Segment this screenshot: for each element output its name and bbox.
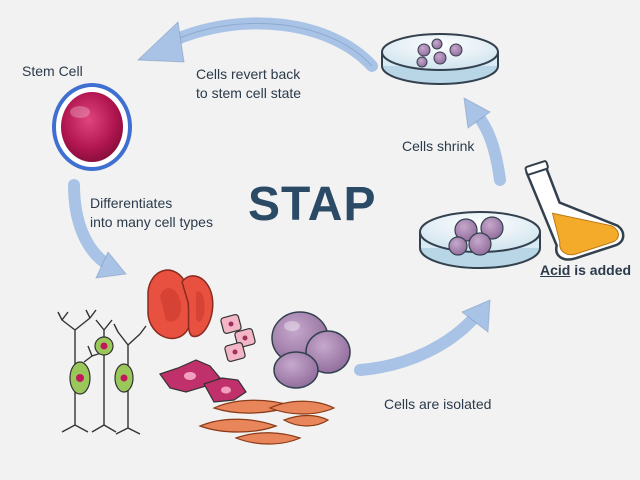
revert-label-line2: to stem cell state — [196, 85, 302, 101]
shrink-arrow — [463, 97, 506, 186]
petri-dish-bottom — [419, 211, 541, 269]
diagram-title: STAP — [248, 178, 377, 231]
isolate-arrow — [354, 299, 491, 376]
epithelial-cells — [220, 314, 256, 362]
revert-label-line1: Cells revert back — [196, 66, 301, 82]
differentiate-arrow — [68, 179, 127, 279]
shrink-label: Cells shrink — [402, 138, 475, 154]
muscle-cells — [198, 399, 336, 445]
neuron-somas — [69, 336, 134, 395]
red-blood-cells — [147, 269, 214, 340]
acid-rest: is added — [570, 262, 632, 278]
stem-cell-label: Stem Cell — [22, 63, 83, 79]
isolated-label: Cells are isolated — [384, 396, 492, 412]
differentiate-label-line1: Differentiates — [90, 195, 173, 211]
revert-arrow — [136, 17, 378, 72]
acid-added-label: Acid is added — [540, 261, 631, 279]
differentiate-label-line2: into many cell types — [90, 214, 213, 230]
isolated-cell-cluster — [271, 311, 351, 389]
stem-cell — [52, 83, 132, 171]
fibroblast-cells — [159, 359, 247, 403]
petri-dish-top — [381, 33, 499, 85]
acid-flask — [524, 160, 625, 261]
acid-word: Acid — [540, 262, 571, 278]
